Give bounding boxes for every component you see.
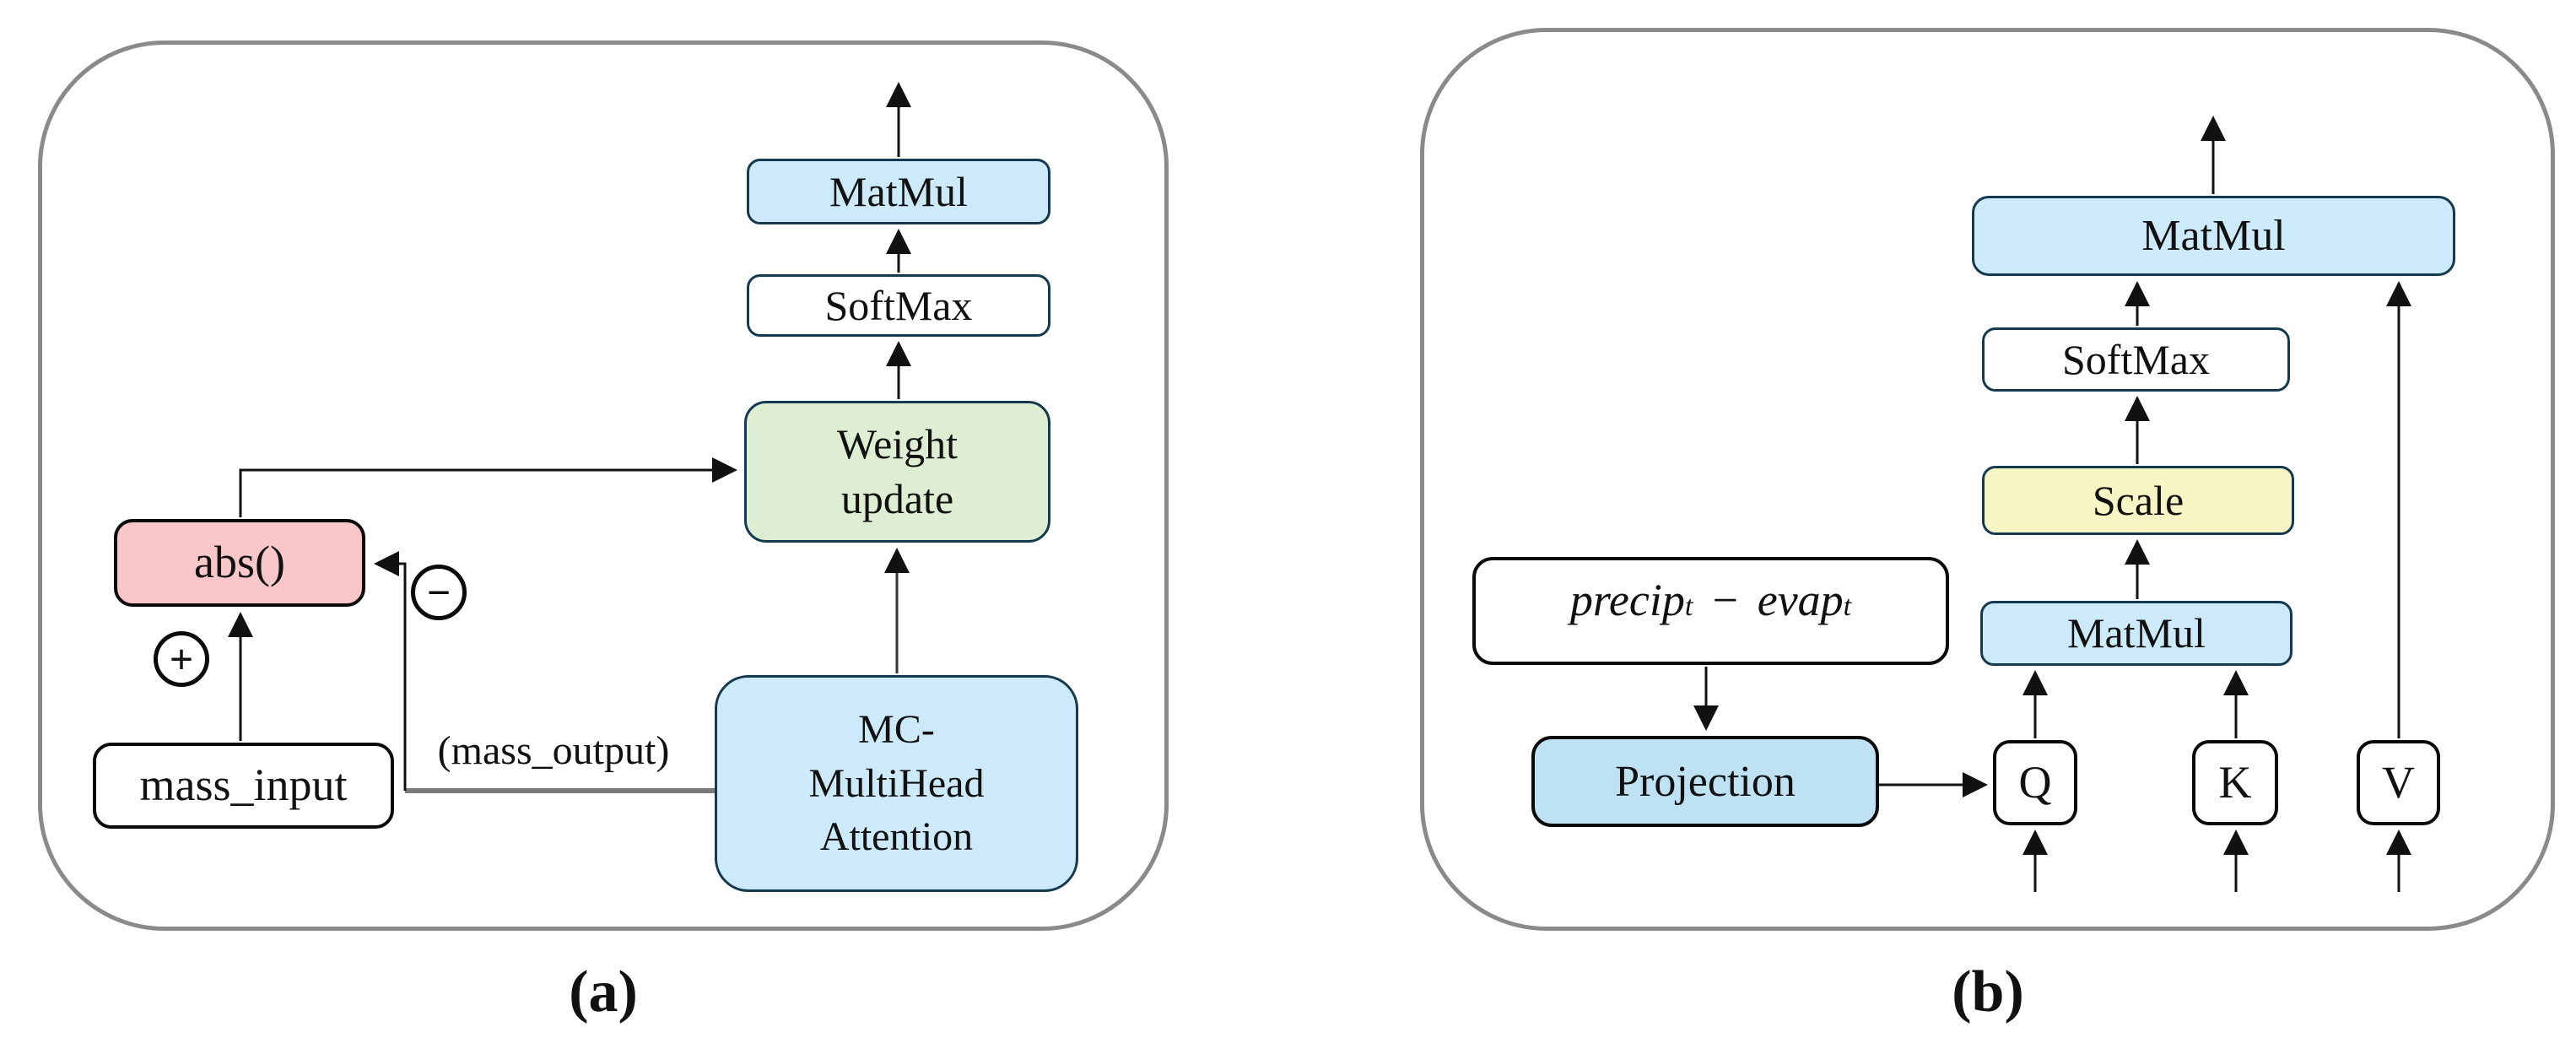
node-b-projection-label: Projection: [1615, 757, 1796, 806]
panel-a-container: [38, 41, 1169, 931]
node-a-softmax: SoftMax: [747, 274, 1050, 337]
node-b-scale-label: Scale: [2092, 476, 2184, 524]
node-a-mc-line3: Attention: [819, 814, 974, 860]
node-a-mc-multihead-attention: MC- MultiHead Attention: [715, 675, 1078, 892]
node-a-mass-input-label: mass_input: [139, 759, 348, 811]
formula-sub1: t: [1684, 591, 1693, 622]
minus-operator-icon: −: [411, 565, 467, 620]
formula-operator: −: [1709, 575, 1741, 625]
minus-operator-glyph: −: [426, 569, 451, 616]
panel-b-container: [1420, 28, 2555, 931]
node-a-abs-label: abs(): [194, 537, 285, 588]
node-b-scale: Scale: [1982, 466, 2294, 535]
node-b-matmul-output-label: MatMul: [2141, 212, 2286, 260]
node-b-matmul-output: MatMul: [1972, 196, 2455, 276]
node-b-softmax: SoftMax: [1982, 327, 2290, 392]
caption-panel-a: (a): [569, 959, 638, 1024]
node-a-weight-update: Weight update: [744, 401, 1050, 543]
node-b-key: K: [2192, 740, 2278, 825]
formula-term2: evap: [1757, 575, 1844, 625]
node-b-value: V: [2357, 740, 2440, 825]
node-b-matmul-qk: MatMul: [1980, 601, 2292, 666]
node-b-softmax-label: SoftMax: [2062, 335, 2210, 383]
plus-operator-glyph: +: [169, 635, 194, 683]
caption-panel-b: (b): [1952, 959, 2024, 1024]
node-a-abs: abs(): [114, 519, 365, 607]
node-a-softmax-label: SoftMax: [824, 281, 973, 329]
node-b-key-label: K: [2218, 756, 2252, 808]
formula-term1: precip: [1569, 575, 1685, 625]
node-b-matmul-qk-label: MatMul: [2067, 609, 2206, 657]
node-b-projection: Projection: [1531, 736, 1879, 827]
node-a-matmul: MatMul: [747, 159, 1050, 224]
node-a-mc-line1: MC-: [858, 707, 935, 753]
node-b-value-label: V: [2382, 756, 2415, 808]
formula-sub2: t: [1843, 591, 1852, 622]
node-a-matmul-label: MatMul: [829, 167, 968, 215]
node-b-query-label: Q: [2018, 756, 2052, 808]
node-a-mass-input: mass_input: [93, 743, 394, 829]
node-a-mc-line2: MultiHead: [808, 760, 985, 806]
mass-output-label: (mass_output): [437, 728, 670, 773]
node-a-weight-update-line2: update: [840, 475, 954, 522]
node-a-weight-update-line1: Weight: [836, 420, 959, 468]
plus-operator-icon: +: [154, 631, 209, 687]
node-b-query: Q: [1993, 740, 2077, 825]
